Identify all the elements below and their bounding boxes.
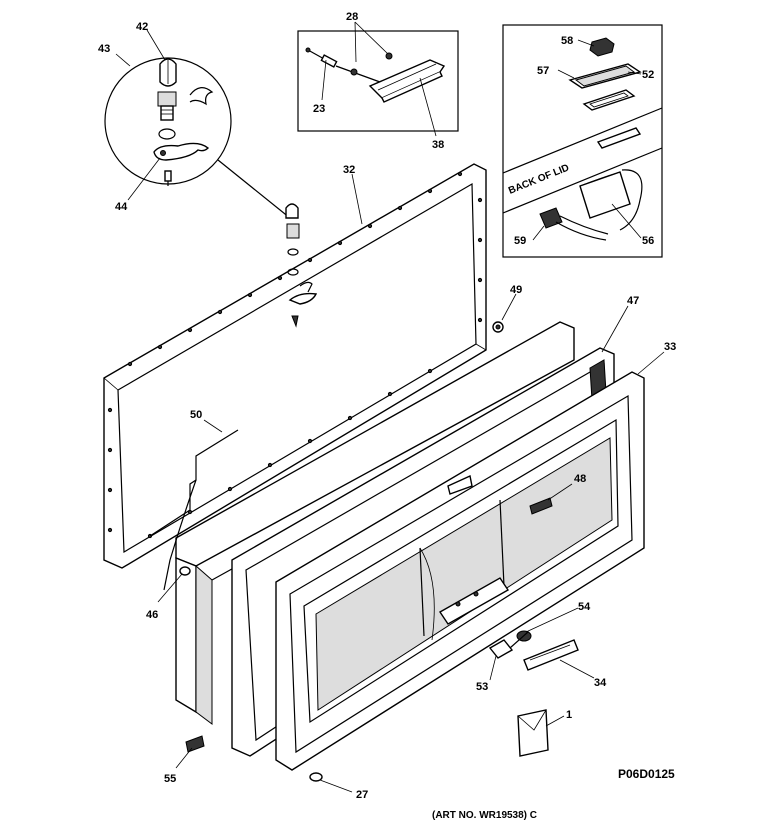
callout-53: 53 bbox=[476, 681, 488, 693]
callout-labels: 42 43 44 28 23 38 58 57 52 59 56 32 49 4… bbox=[98, 11, 676, 801]
wire-rod bbox=[149, 429, 239, 591]
callout-47: 47 bbox=[627, 295, 639, 307]
callout-52: 52 bbox=[642, 69, 654, 81]
hinge-inset bbox=[297, 30, 459, 132]
literature-envelope bbox=[517, 709, 549, 757]
callout-38: 38 bbox=[432, 139, 444, 151]
callout-43: 43 bbox=[98, 43, 110, 55]
callout-59: 59 bbox=[514, 235, 526, 247]
screw bbox=[309, 772, 323, 782]
callout-27: 27 bbox=[356, 789, 368, 801]
callout-49: 49 bbox=[510, 284, 522, 296]
callout-57: 57 bbox=[537, 65, 549, 77]
callout-55: 55 bbox=[164, 773, 176, 785]
callout-42: 42 bbox=[136, 21, 148, 33]
callout-33: 33 bbox=[664, 341, 676, 353]
rod-grommet bbox=[179, 566, 191, 576]
callout-28: 28 bbox=[346, 11, 358, 23]
callout-56: 56 bbox=[642, 235, 654, 247]
lid-gasket-frame bbox=[103, 163, 487, 569]
callout-23: 23 bbox=[313, 103, 325, 115]
lid-liner bbox=[175, 321, 581, 725]
callout-50: 50 bbox=[190, 409, 202, 421]
callout-32: 32 bbox=[343, 164, 355, 176]
diagram-code: P06D0125 bbox=[618, 767, 675, 781]
callout-1: 1 bbox=[566, 709, 572, 721]
nameplate bbox=[523, 639, 579, 671]
lock-hardware bbox=[285, 203, 318, 328]
bracket bbox=[447, 474, 553, 515]
leader-lines bbox=[115, 21, 665, 793]
callout-54: 54 bbox=[578, 601, 591, 613]
lamp-assembly bbox=[488, 630, 532, 659]
grommet bbox=[492, 321, 504, 333]
lock-detail-inset bbox=[104, 57, 291, 219]
callout-46: 46 bbox=[146, 609, 158, 621]
callout-44: 44 bbox=[115, 201, 128, 213]
callout-34: 34 bbox=[594, 677, 607, 689]
callout-48: 48 bbox=[574, 473, 586, 485]
callout-58: 58 bbox=[561, 35, 573, 47]
back-of-lid-inset: BACK OF LID bbox=[502, 24, 663, 258]
hinge-clip bbox=[185, 735, 205, 753]
art-number: (ART NO. WR19538) C bbox=[432, 810, 537, 821]
